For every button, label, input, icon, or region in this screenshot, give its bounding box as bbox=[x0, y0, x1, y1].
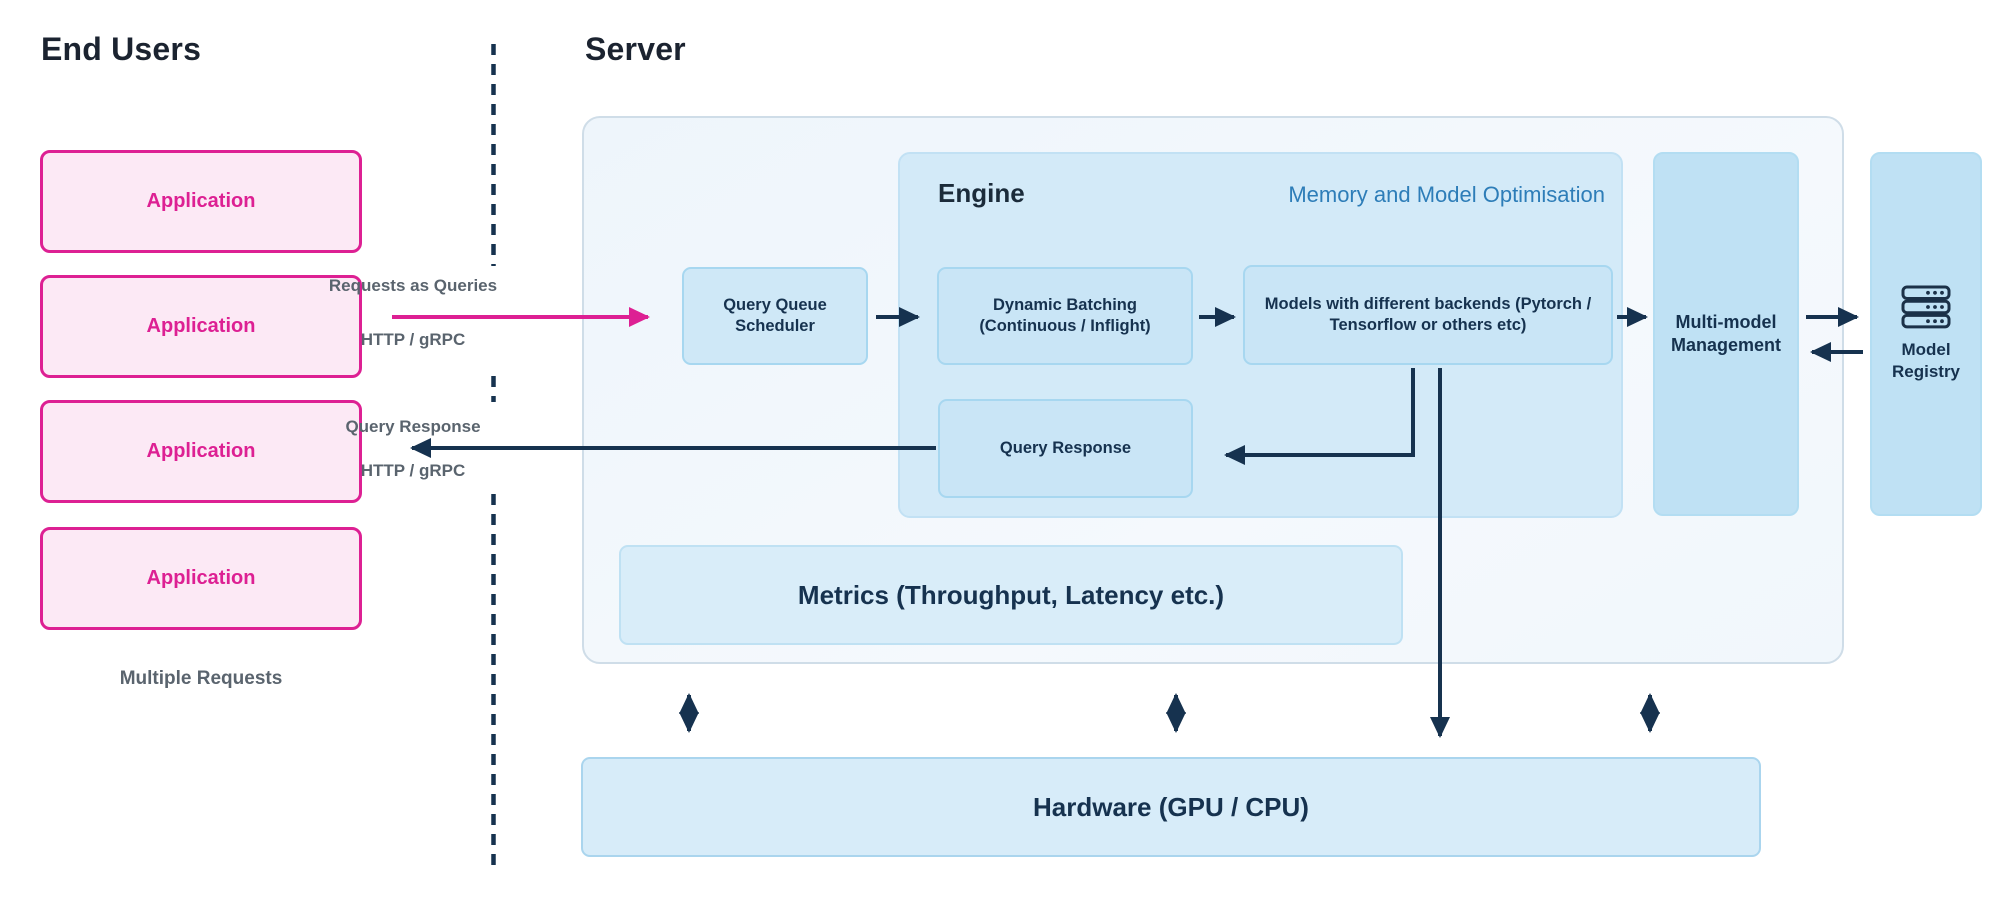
query-queue-scheduler-box: Query Queue Scheduler bbox=[682, 267, 868, 365]
response-protocol-label: HTTP / gRPC bbox=[360, 461, 466, 480]
models-backends-label: Models with different backends (Pytorch … bbox=[1264, 294, 1592, 334]
dynamic-batching-box: Dynamic Batching (Continuous / Inflight) bbox=[937, 267, 1193, 365]
application-label: Application bbox=[146, 315, 256, 337]
application-box-1: Application bbox=[40, 150, 362, 253]
server-stack-icon bbox=[1901, 285, 1951, 329]
query-response-box: Query Response bbox=[938, 399, 1193, 498]
query-response-label: Query Response bbox=[999, 438, 1132, 457]
request-flow-label: Requests as Queries bbox=[328, 276, 498, 295]
model-registry-box: Model Registry bbox=[1870, 152, 1982, 516]
model-registry-label: Model Registry bbox=[1891, 339, 1961, 381]
application-box-2: Application bbox=[40, 275, 362, 378]
application-label: Application bbox=[146, 440, 256, 462]
application-label: Application bbox=[146, 190, 256, 212]
engine-subtitle: Memory and Model Optimisation bbox=[1288, 182, 1605, 207]
engine-title: Engine bbox=[938, 178, 1025, 208]
hardware-box: Hardware (GPU / CPU) bbox=[581, 757, 1761, 857]
response-flow-label: Query Response bbox=[345, 417, 481, 436]
hardware-label: Hardware (GPU / CPU) bbox=[1033, 791, 1309, 822]
multiple-requests-label: Multiple Requests bbox=[119, 668, 283, 689]
metrics-box: Metrics (Throughput, Latency etc.) bbox=[619, 545, 1403, 645]
request-protocol-label: HTTP / gRPC bbox=[360, 330, 466, 349]
application-label: Application bbox=[146, 567, 256, 589]
application-box-3: Application bbox=[40, 400, 362, 503]
end-users-heading: End Users bbox=[41, 31, 202, 67]
dynamic-batching-label: Dynamic Batching (Continuous / Inflight) bbox=[979, 295, 1151, 335]
application-box-4: Application bbox=[40, 527, 362, 630]
query-queue-scheduler-label: Query Queue Scheduler bbox=[723, 295, 827, 335]
models-backends-box: Models with different backends (Pytorch … bbox=[1243, 265, 1613, 365]
metrics-label: Metrics (Throughput, Latency etc.) bbox=[797, 579, 1225, 610]
multi-model-management-box: Multi-model Management bbox=[1653, 152, 1799, 516]
multi-model-management-label: Multi-model Management bbox=[1670, 311, 1782, 355]
server-heading: Server bbox=[585, 31, 686, 67]
